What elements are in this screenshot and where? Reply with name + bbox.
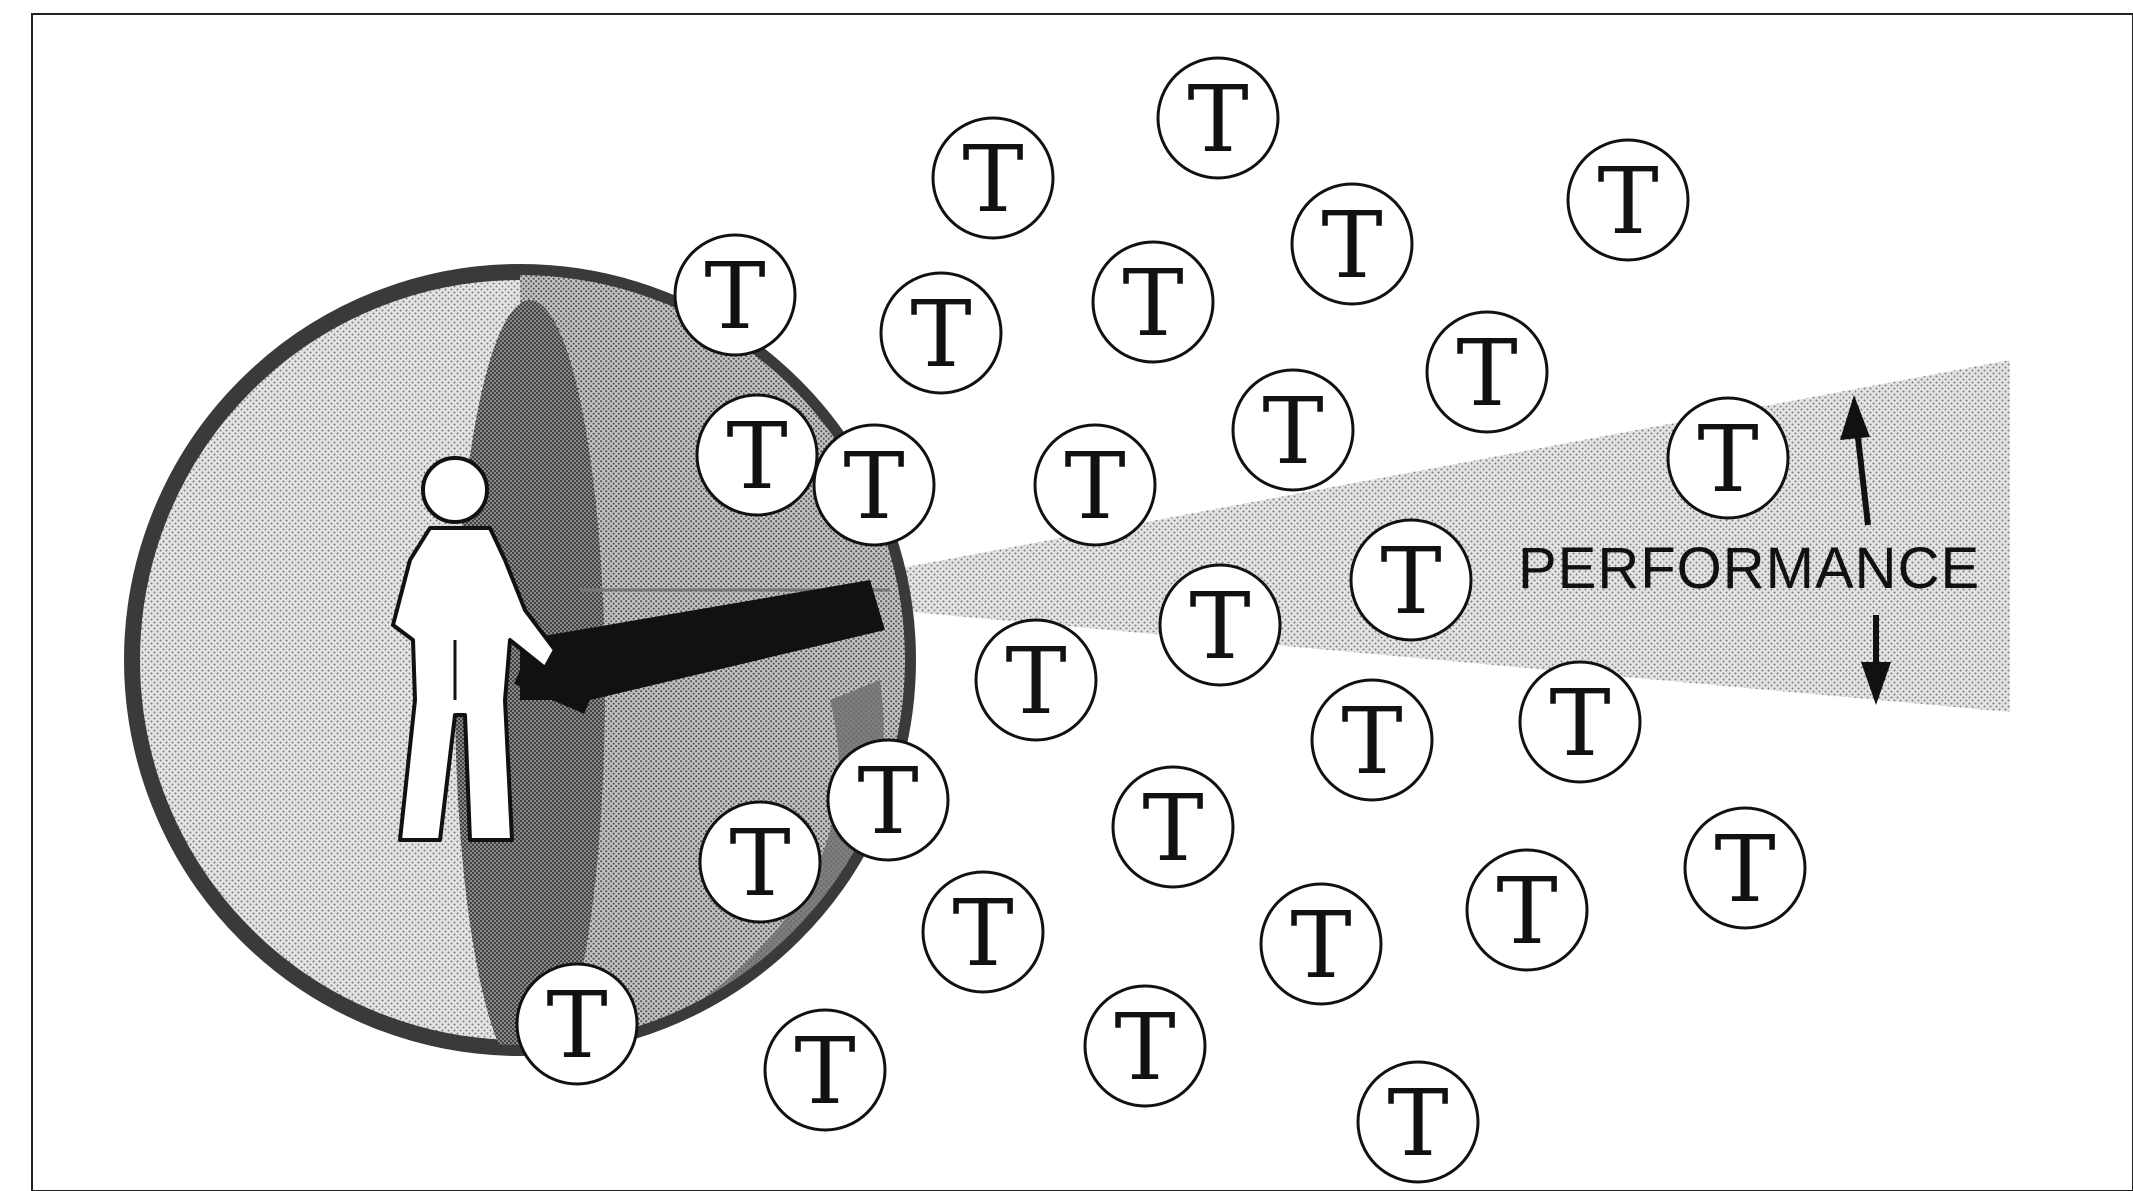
token-icon: T [1467,850,1587,970]
token-icon: T [697,395,817,515]
token-icon: T [1685,808,1805,928]
token-icon: T [1261,884,1381,1004]
token-label: T [1189,573,1250,680]
token-label: T [1387,1070,1448,1177]
token-label: T [794,1018,855,1125]
token-icon: T [1035,425,1155,545]
token-label: T [1321,192,1382,299]
token-icon: T [765,1010,885,1130]
token-label: T [729,810,790,917]
token-icon: T [675,235,795,355]
sphere-icon [132,272,908,1080]
token-label: T [1456,320,1517,427]
token-label: T [726,403,787,510]
token-label: T [1496,858,1557,965]
token-icon: T [814,425,934,545]
token-icon: T [828,740,948,860]
token-label: T [1064,433,1125,540]
token-label: T [1262,378,1323,485]
token-icon: T [1427,312,1547,432]
token-icon: T [933,118,1053,238]
token-label: T [1697,406,1758,513]
token-label: T [1341,688,1402,795]
token-icon: T [1093,242,1213,362]
token-icon: T [1668,398,1788,518]
token-icon: T [1158,58,1278,178]
token-label: T [1122,250,1183,357]
token-icon: T [1233,370,1353,490]
token-label: T [546,972,607,1079]
token-icon: T [1568,140,1688,260]
token-label: T [1714,816,1775,923]
token-label: T [952,880,1013,987]
token-label: T [1597,148,1658,255]
token-label: T [1187,66,1248,173]
token-icon: T [976,620,1096,740]
token-icon: T [1292,184,1412,304]
token-label: T [1549,670,1610,777]
token-label: T [1290,892,1351,999]
performance-label: PERFORMANCE [1518,536,1980,601]
token-icon: T [700,802,820,922]
token-icon: T [1358,1062,1478,1182]
token-icon: T [517,964,637,1084]
token-icon: T [1113,767,1233,887]
token-icon: T [1085,986,1205,1106]
token-label: T [857,748,918,855]
token-label: T [910,281,971,388]
token-icon: T [923,872,1043,992]
token-label: T [1142,775,1203,882]
token-label: T [1114,994,1175,1101]
token-icon: T [1312,680,1432,800]
token-icon: T [1160,565,1280,685]
token-icon: T [881,273,1001,393]
token-label: T [704,243,765,350]
token-label: T [843,433,904,540]
token-label: T [1005,628,1066,735]
token-label: T [1380,528,1441,635]
token-icon: T [1351,520,1471,640]
token-icon: T [1520,662,1640,782]
token-label: T [962,126,1023,233]
